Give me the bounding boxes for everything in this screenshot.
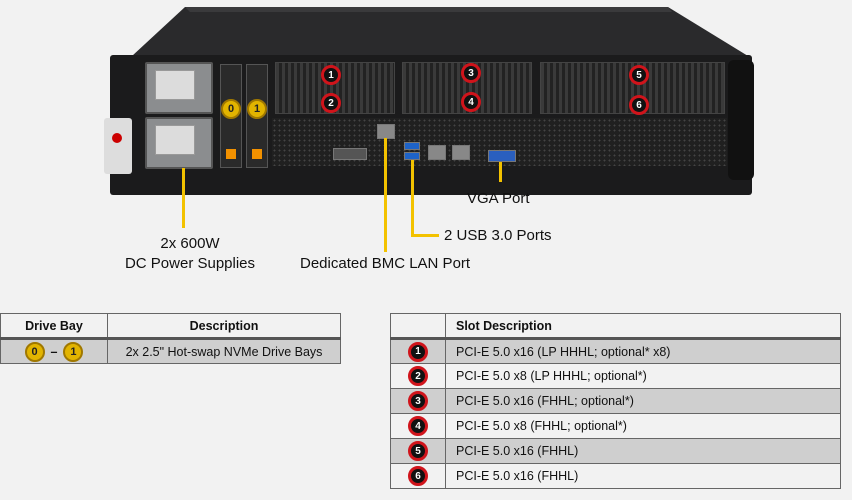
slot-badge-5: 5 [629, 65, 649, 85]
slot-description: PCI-E 5.0 x8 (FHHL; optional*) [445, 413, 841, 439]
table-row: 4 PCI-E 5.0 x8 (FHHL; optional*) [390, 413, 841, 439]
psu-callout-line1: 2x 600W [160, 235, 220, 252]
usb-port-2[interactable] [404, 152, 420, 160]
vga-callout-line [499, 162, 502, 182]
slot-number-cell: 1 [390, 338, 446, 364]
power-supply-2[interactable] [145, 117, 213, 169]
slot-description-header: Slot Description [445, 313, 841, 340]
drive-bay-header: Drive Bay [0, 313, 108, 340]
slot-number-cell: 5 [390, 438, 446, 464]
slot-badge: 6 [408, 466, 428, 486]
bmc-lan-port[interactable] [377, 124, 395, 139]
bmc-callout-line [384, 138, 387, 252]
slot-description: PCI-E 5.0 x16 (FHHL) [445, 438, 841, 464]
slot-badge: 2 [408, 366, 428, 386]
slot-description: PCI-E 5.0 x16 (FHHL; optional*) [445, 388, 841, 414]
table-row: 6 PCI-E 5.0 x16 (FHHL) [390, 463, 841, 489]
drive-badge-1: 1 [63, 341, 84, 362]
slot-description: PCI-E 5.0 x16 (LP HHHL; optional* x8) [445, 338, 841, 364]
slot-number-cell: 4 [390, 413, 446, 439]
lan-port-2[interactable] [452, 145, 470, 160]
usb-callout-line-h [411, 234, 439, 237]
slot-number-cell: 2 [390, 363, 446, 389]
table-row: 0 – 1 2x 2.5" Hot-swap NVMe Drive Bays [0, 338, 341, 364]
range-dash: – [50, 344, 58, 359]
slot-badge: 5 [408, 441, 428, 461]
psu-callout-line2: DC Power Supplies [124, 255, 256, 272]
psu-callout: 2x 600W DC Power Supplies [100, 234, 280, 274]
slot-table: Slot Description 1 PCI-E 5.0 x16 (LP HHHL… [390, 313, 841, 489]
usb-port-1[interactable] [404, 142, 420, 150]
slot-badge-2: 2 [321, 93, 341, 113]
usb-callout-line [411, 160, 414, 237]
drive-bay-cell: 0 – 1 [0, 338, 108, 364]
serial-port[interactable] [333, 148, 367, 160]
slot-badge: 4 [408, 416, 428, 436]
slot-number-cell: 6 [390, 463, 446, 489]
table-row: 2 PCI-E 5.0 x8 (LP HHHL; optional*) [390, 363, 841, 389]
vga-callout: VGA Port [467, 190, 530, 207]
table-row: 3 PCI-E 5.0 x16 (FHHL; optional*) [390, 388, 841, 414]
power-supply-1[interactable] [145, 62, 213, 114]
slot-badge-6: 6 [629, 95, 649, 115]
rack-ear-right [728, 60, 754, 180]
drive-badge-0: 0 [221, 99, 241, 119]
bmc-callout: Dedicated BMC LAN Port [300, 255, 471, 272]
slot-description: PCI-E 5.0 x16 (FHHL) [445, 463, 841, 489]
server-chassis-top [132, 7, 748, 56]
drive-badge-1: 1 [247, 99, 267, 119]
slot-badge: 3 [408, 391, 428, 411]
lan-port-1[interactable] [428, 145, 446, 160]
slot-number-header [390, 313, 446, 340]
vga-port[interactable] [488, 150, 516, 162]
slot-badge-3: 3 [461, 63, 481, 83]
table-row: 5 PCI-E 5.0 x16 (FHHL) [390, 438, 841, 464]
slot-description: PCI-E 5.0 x8 (LP HHHL; optional*) [445, 363, 841, 389]
slot-number-cell: 3 [390, 388, 446, 414]
rack-ear-left [104, 118, 132, 174]
slot-badge: 1 [408, 341, 428, 362]
drive-badge-0: 0 [24, 341, 45, 362]
table-row: 1 PCI-E 5.0 x16 (LP HHHL; optional* x8) [390, 338, 841, 364]
slot-badge-4: 4 [461, 92, 481, 112]
drive-description: 2x 2.5" Hot-swap NVMe Drive Bays [107, 338, 341, 364]
slot-badge-1: 1 [321, 65, 341, 85]
drive-bay-table: Drive Bay Description 0 – 1 2x 2.5" Hot-… [0, 313, 341, 364]
description-header: Description [107, 313, 341, 340]
usb-callout: 2 USB 3.0 Ports [444, 227, 552, 244]
psu-callout-line [182, 168, 185, 228]
